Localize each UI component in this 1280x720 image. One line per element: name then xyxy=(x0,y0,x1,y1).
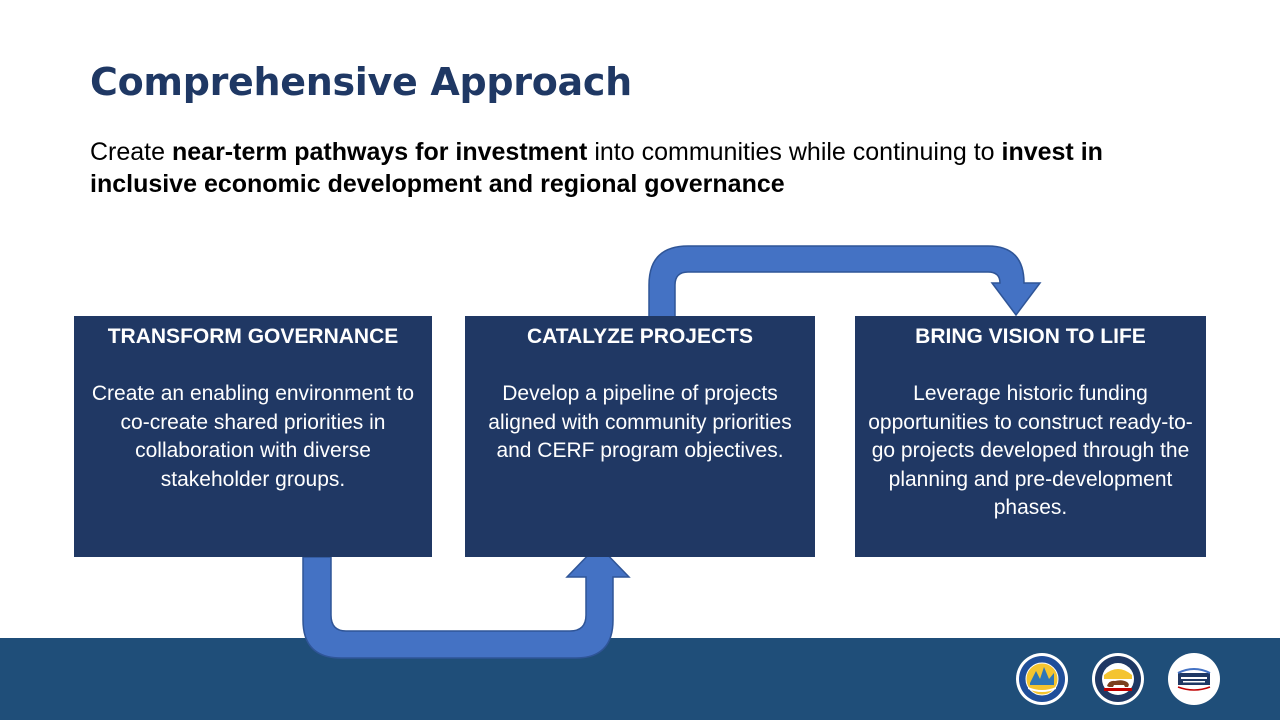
box-body: Leverage historic funding opportunities … xyxy=(868,382,1193,519)
page-subtitle: Create near-term pathways for investment… xyxy=(90,136,1200,200)
page-title: Comprehensive Approach xyxy=(90,60,632,104)
lower-flow-arrow xyxy=(302,543,631,659)
box-title: TRANSFORM GOVERNANCE xyxy=(107,325,399,348)
subtitle-text-2: into communities while continuing to xyxy=(587,138,1002,166)
seal-icon xyxy=(1017,654,1067,704)
go-biz-seal-logo xyxy=(1016,653,1068,705)
box-catalyze-projects: CATALYZE PROJECTS Develop a pipeline of … xyxy=(465,316,815,557)
subtitle-bold-1: near-term pathways for investment xyxy=(171,138,588,166)
lwda-logo xyxy=(1168,653,1220,705)
box-transform-governance: TRANSFORM GOVERNANCE Create an enabling … xyxy=(74,316,432,557)
upper-flow-arrow xyxy=(648,245,1042,318)
lwda-badge-icon xyxy=(1169,654,1219,704)
box-body: Create an enabling environment to co-cre… xyxy=(91,382,415,491)
opr-seal-logo xyxy=(1092,653,1144,705)
subtitle-bold-2: invest in inclusive economic development… xyxy=(90,138,1103,198)
bear-seal-icon xyxy=(1093,654,1143,704)
box-title: CATALYZE PROJECTS xyxy=(527,325,753,348)
subtitle-text-1: Create xyxy=(90,138,172,166)
box-bring-vision-to-life: BRING VISION TO LIFE Leverage historic f… xyxy=(855,316,1206,557)
box-title: BRING VISION TO LIFE xyxy=(915,325,1146,348)
box-body: Develop a pipeline of projects aligned w… xyxy=(488,382,792,462)
